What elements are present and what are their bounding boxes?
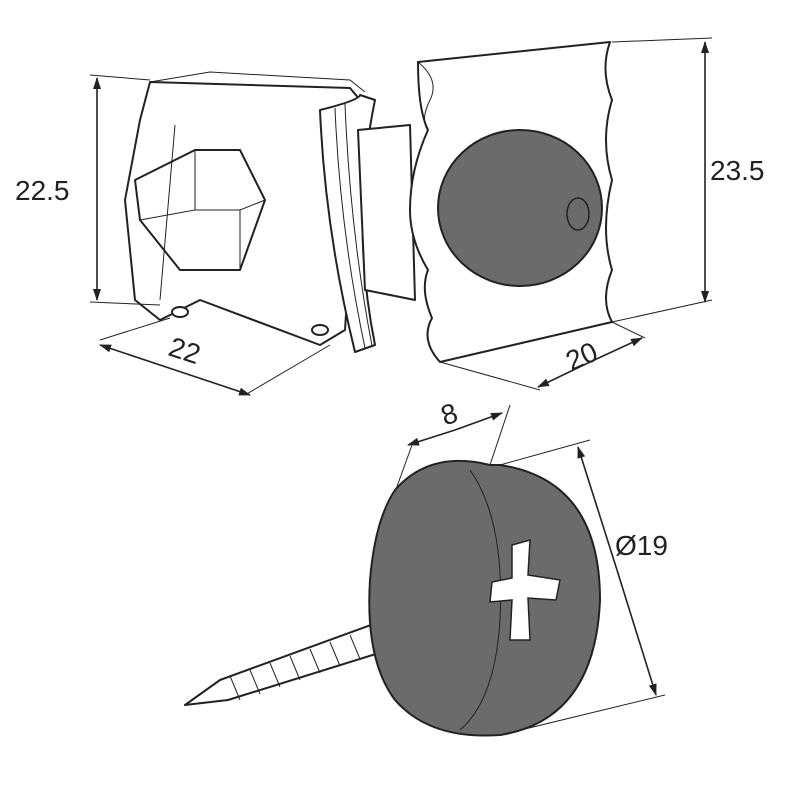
dim-bumper-diameter: Ø19	[615, 530, 668, 561]
rubber-bumper	[368, 459, 602, 737]
dim-plate-height: 23.5	[710, 155, 765, 186]
screw-hole	[566, 197, 590, 231]
dim-plate-depth: 20	[561, 336, 602, 377]
dim-bracket-depth: 22	[165, 331, 204, 370]
connector	[357, 124, 416, 301]
rubber-pad	[437, 129, 603, 287]
door-plate	[409, 41, 613, 363]
wall-bracket	[124, 71, 376, 353]
phillips-head-icon	[489, 538, 561, 641]
dim-bracket-height: 22.5	[15, 175, 70, 206]
dimension-lines	[89, 37, 713, 736]
screw	[184, 617, 396, 706]
dim-bumper-thickness: 8	[437, 397, 461, 431]
